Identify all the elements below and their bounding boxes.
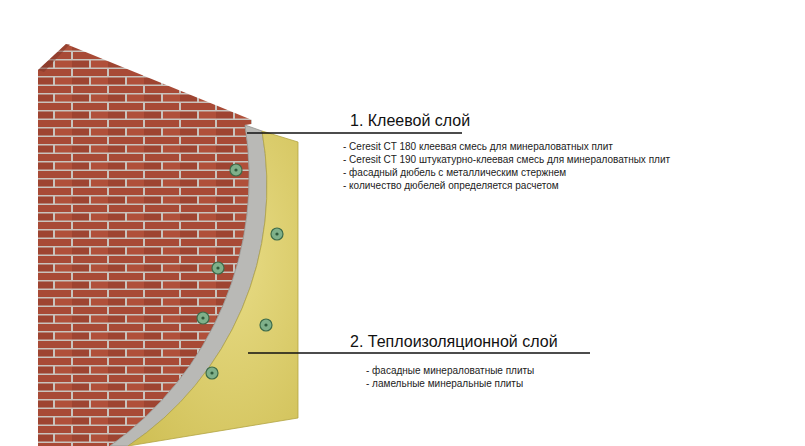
dowel-centers — [201, 168, 278, 374]
callout-heading: 1. Клеевой слой — [350, 112, 470, 130]
note-line: - ламельные минеральные плиты — [366, 377, 523, 390]
leader-line — [247, 132, 462, 134]
callout-heading: 2. Теплоизоляционной слой — [350, 333, 558, 351]
dowels — [197, 164, 283, 379]
cutout — [110, 115, 310, 446]
note-line: - Ceresit CT 190 штукатурно-клеевая смес… — [343, 153, 670, 166]
insulation-board — [128, 131, 298, 446]
note-line: - количество дюбелей определяется расчет… — [343, 179, 559, 192]
note-line: - фасадные минераловатные плиты — [366, 364, 534, 377]
wall-edge — [38, 44, 70, 72]
leader-line — [248, 352, 590, 354]
note-line: - Ceresit CT 180 клеевая смесь для минер… — [343, 140, 613, 153]
note-line: - фасадный дюбель с металлическим стержн… — [343, 166, 566, 179]
